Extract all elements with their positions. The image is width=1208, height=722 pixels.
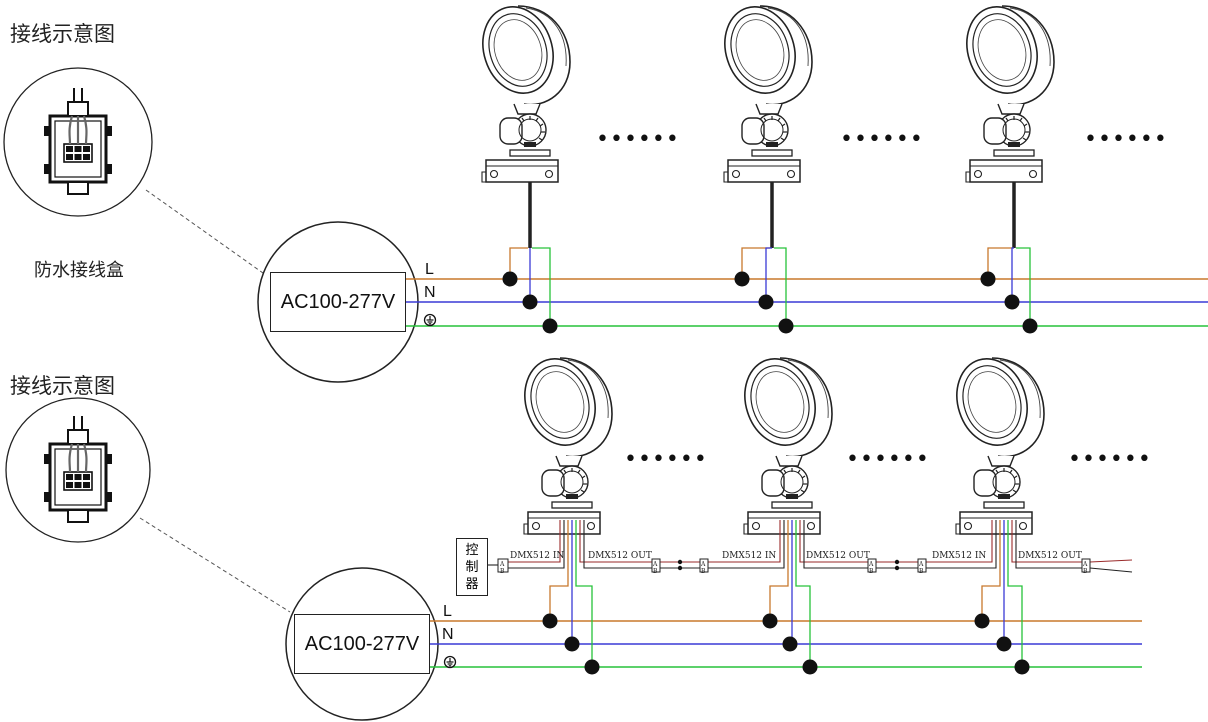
dmx-in-label: DMX512 IN bbox=[722, 551, 776, 561]
leader-line bbox=[139, 517, 291, 613]
continuation-text: •••••• bbox=[624, 447, 708, 472]
spotlight-fixture-icon bbox=[955, 0, 1055, 183]
dmx-out-label: DMX512 OUT bbox=[588, 551, 652, 561]
signal-a-label: A bbox=[868, 561, 874, 568]
terminal-dot-icon bbox=[542, 613, 1030, 675]
spotlight-fixture-icon bbox=[713, 0, 813, 183]
terminal-dot-icon bbox=[502, 271, 1038, 334]
signal-a-label: A bbox=[499, 561, 505, 568]
neutral-label: N bbox=[424, 284, 436, 301]
junction-box-caption: 防水接线盒 bbox=[34, 260, 124, 281]
dmx-connector bbox=[497, 558, 1091, 573]
continuation-text: •••••• bbox=[840, 127, 924, 152]
dmx-controller: 控 制 器 bbox=[456, 538, 488, 596]
live-label: L bbox=[425, 261, 434, 278]
spotlight-fixture-icon bbox=[471, 0, 571, 183]
continuation-dots: •••••• •••••• •••••• bbox=[596, 127, 1168, 152]
ground-symbol-icon bbox=[443, 655, 457, 669]
continuation-text: •••••• bbox=[1068, 447, 1152, 472]
page-title: 接线示意图 bbox=[10, 22, 115, 46]
dmx-in-label: DMX512 IN bbox=[510, 551, 564, 561]
controller-label-char: 器 bbox=[465, 577, 479, 592]
dmx-out-label: DMX512 OUT bbox=[806, 551, 870, 561]
continuation-text: •••••• bbox=[1084, 127, 1168, 152]
neutral-label: N bbox=[442, 626, 454, 643]
live-label: L bbox=[443, 603, 452, 620]
signal-a-label: A bbox=[918, 561, 924, 568]
signal-a-label: A bbox=[1082, 561, 1088, 568]
signal-b-label: B bbox=[1083, 568, 1088, 575]
signal-b-label: B bbox=[919, 568, 924, 575]
spotlight-fixture-icon bbox=[513, 348, 613, 535]
power-supply-box: AC100-277V bbox=[294, 614, 430, 674]
ground-symbol-icon bbox=[423, 313, 437, 327]
page-title: 接线示意图 bbox=[10, 374, 115, 398]
dmx-out-label: DMX512 OUT bbox=[1018, 551, 1082, 561]
continuation-text: •••••• bbox=[846, 447, 930, 472]
signal-a-label: A bbox=[700, 561, 706, 568]
signal-b-label: B bbox=[500, 568, 505, 575]
spotlight-fixture-icon bbox=[945, 348, 1045, 535]
dmx-coupler-dot bbox=[677, 559, 900, 571]
dmx-labels: DMX512 IN DMX512 OUT DMX512 IN DMX512 OU… bbox=[499, 551, 1088, 575]
power-supply-box: AC100-277V bbox=[270, 272, 406, 332]
continuation-text: •••••• bbox=[596, 127, 680, 152]
controller-label-char: 制 bbox=[465, 560, 479, 575]
signal-b-label: B bbox=[653, 568, 658, 575]
fixture-drop-wires bbox=[549, 520, 1023, 667]
leader-line bbox=[145, 189, 271, 279]
signal-a-label: A bbox=[652, 561, 658, 568]
controller-label-char: 控 bbox=[465, 543, 479, 558]
spotlight-fixture-icon bbox=[733, 348, 833, 535]
fixture-drop-wires bbox=[509, 182, 1031, 326]
signal-b-label: B bbox=[869, 568, 874, 575]
continuation-dots: •••••• •••••• •••••• bbox=[624, 447, 1152, 472]
dmx-in-label: DMX512 IN bbox=[932, 551, 986, 561]
signal-b-label: B bbox=[701, 568, 706, 575]
